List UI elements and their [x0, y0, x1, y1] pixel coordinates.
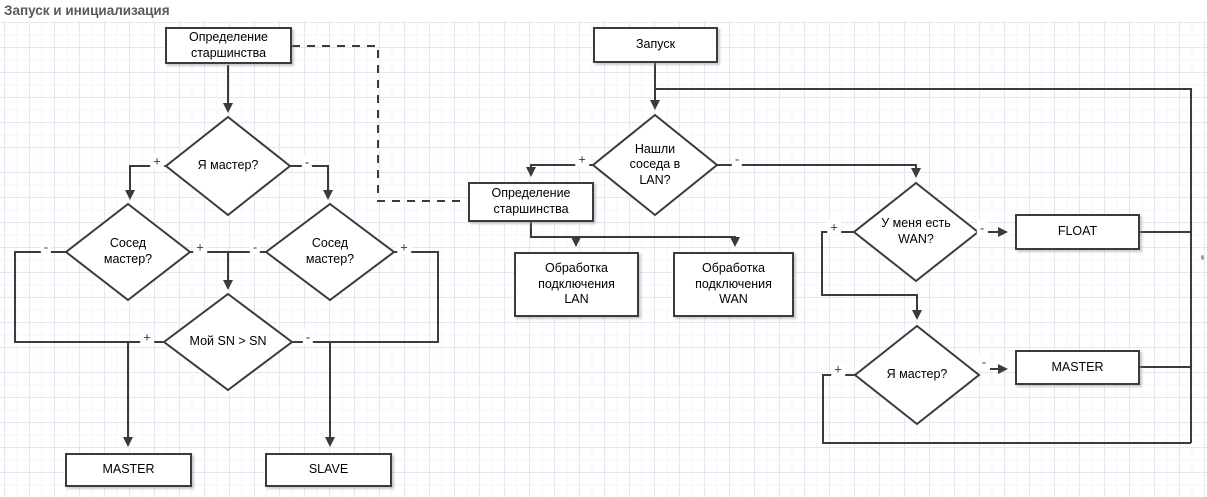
node-slave[interactable]: SLAVE [265, 453, 392, 487]
edge-ammaster-plus[interactable] [125, 165, 166, 200]
decision-am-master-left[interactable] [164, 115, 292, 217]
node-process-wan[interactable]: Обработка подключения WAN [673, 252, 794, 317]
node-master-left[interactable]: MASTER [65, 453, 192, 487]
node-process-lan[interactable]: Обработка подключения LAN [514, 252, 639, 317]
edge-defseniority-dashed-link[interactable] [292, 45, 466, 202]
node-label: FLOAT [1057, 224, 1098, 239]
node-label: MASTER [1051, 359, 1104, 374]
node-label: Запуск [635, 37, 676, 52]
node-label: MASTER [102, 462, 155, 477]
node-master-right[interactable]: MASTER [1015, 350, 1140, 385]
edge-defseniority-to-procwan[interactable] [530, 222, 740, 247]
connection-point-dot [1201, 255, 1204, 260]
decision-my-sn[interactable] [162, 292, 294, 392]
branch-label-minus-havewan: - [976, 220, 988, 236]
branch-label-minus-neighbor1: - [40, 239, 52, 255]
edge-foundlan-plus[interactable] [526, 164, 593, 177]
edge-foundlan-minus[interactable] [717, 164, 921, 178]
node-label: Определение старшинства [188, 29, 269, 60]
decision-neighbor-master-1[interactable] [64, 202, 192, 302]
node-label: SLAVE [308, 462, 349, 477]
branch-label-plus-havewan: + [827, 219, 841, 235]
node-label: Обработка подключения LAN [538, 261, 615, 307]
branch-label-minus-mysn: - [302, 329, 314, 345]
branch-label-plus-mysn: + [140, 329, 154, 345]
branch-label-plus-am-master: + [150, 153, 164, 169]
decision-have-wan[interactable] [852, 181, 980, 283]
branch-label-plus-neighbor1: + [193, 239, 207, 255]
branch-label-plus-ammaster2: + [831, 361, 845, 377]
decision-am-master-right[interactable] [853, 324, 981, 426]
page-title: Запуск и инициализация [4, 3, 170, 18]
edge-neighbor1-minus[interactable] [14, 251, 163, 343]
edge-neighbor2-plus[interactable] [293, 251, 439, 343]
branch-label-minus-neighbor2: - [249, 239, 261, 255]
decision-neighbor-master-2[interactable] [264, 202, 396, 302]
node-label: Обработка подключения WAN [695, 261, 772, 307]
node-label: Определение старшинства [491, 186, 571, 216]
branch-label-minus-foundlan: - [731, 151, 743, 167]
edge-ammaster-minus[interactable] [290, 165, 333, 200]
branch-label-plus-foundlan: + [575, 151, 589, 167]
branch-label-plus-neighbor2: + [397, 239, 411, 255]
edge-loop-top-right[interactable] [655, 88, 1192, 443]
node-define-seniority-left[interactable]: Определение старшинства [165, 27, 292, 64]
node-start[interactable]: Запуск [593, 27, 718, 63]
branch-label-minus-am-master: - [301, 154, 313, 170]
node-float[interactable]: FLOAT [1015, 214, 1140, 250]
branch-label-minus-ammaster2: - [978, 354, 990, 370]
node-define-seniority-mid[interactable]: Определение старшинства [468, 182, 594, 222]
decision-found-lan[interactable] [591, 113, 719, 217]
